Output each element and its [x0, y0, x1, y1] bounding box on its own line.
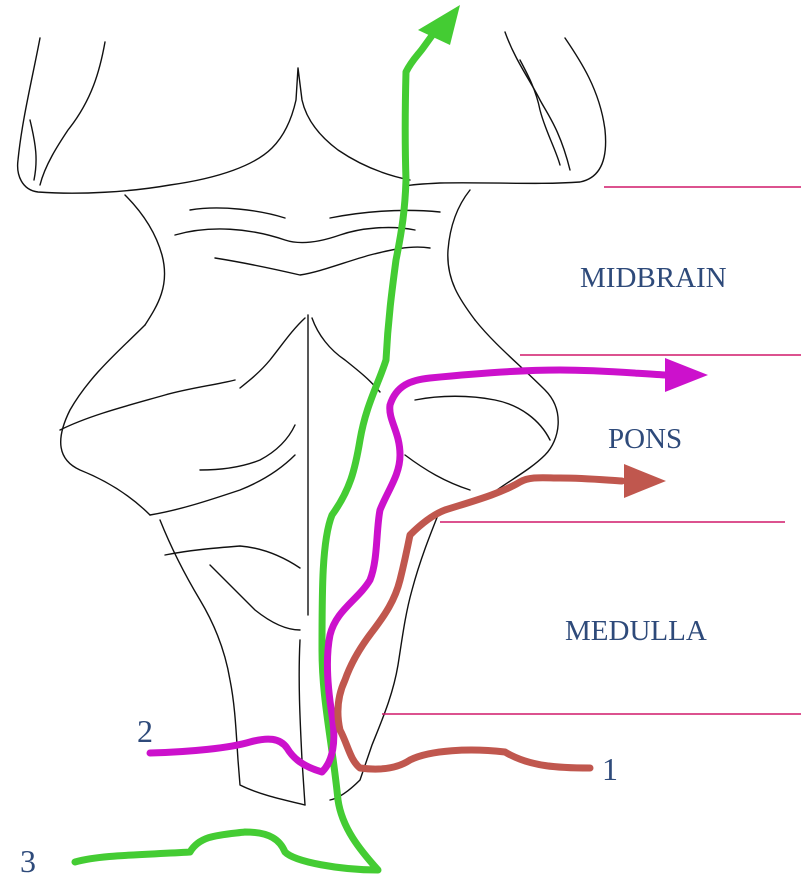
right-upper-lobe [405, 38, 606, 186]
medulla-outline [160, 520, 305, 805]
label-medulla: MEDULLA [565, 615, 707, 647]
label-pons: PONS [608, 423, 682, 455]
pathway-3-number: 3 [20, 843, 36, 877]
pathway-2-number: 2 [137, 713, 153, 749]
pathway-2: 2 [137, 358, 708, 772]
brainstem-outline [18, 32, 606, 805]
label-midbrain: MIDBRAIN [580, 262, 727, 294]
pathway-1-number: 1 [602, 751, 618, 787]
pathway-1-arrowhead [624, 464, 666, 498]
pathway-3-arrowhead [418, 5, 460, 45]
left-upper-lobe [18, 38, 410, 193]
pons-outline [61, 325, 150, 515]
pathway-2-arrowhead [665, 358, 708, 392]
pathway-2-line [150, 370, 665, 772]
